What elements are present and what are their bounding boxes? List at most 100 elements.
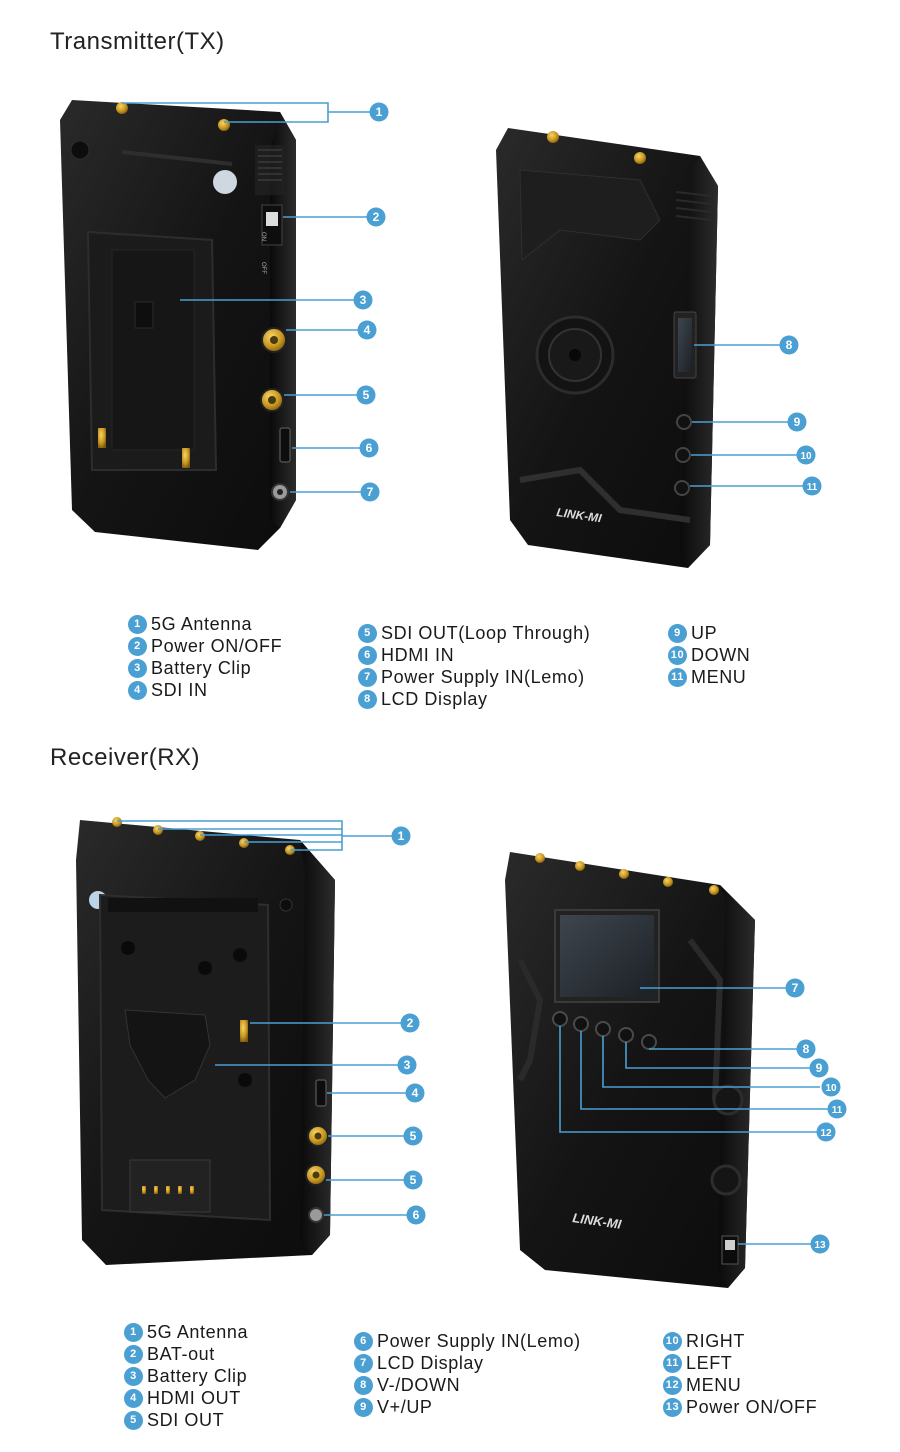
callout-badge: 6 xyxy=(359,438,379,458)
legend-label: DOWN xyxy=(691,644,751,665)
svg-text:10: 10 xyxy=(800,451,812,462)
svg-text:1: 1 xyxy=(376,105,383,119)
callout-badge: 9 xyxy=(787,412,807,432)
callout-badge: 2 xyxy=(366,207,386,227)
rx-brand-label: LINK-MI xyxy=(572,1210,623,1232)
callout-badge: 7 xyxy=(785,978,805,998)
legend-number-badge: 9 xyxy=(354,1397,373,1417)
svg-text:9: 9 xyxy=(794,415,801,429)
tx-section-title: Transmitter(TX) xyxy=(50,28,225,55)
svg-text:8: 8 xyxy=(786,338,793,352)
svg-text:6: 6 xyxy=(413,1208,420,1222)
callout-badge: 5 xyxy=(403,1170,423,1190)
callout-badge: 11 xyxy=(827,1099,847,1119)
svg-text:4: 4 xyxy=(412,1086,419,1100)
rx-back-device xyxy=(76,817,335,1265)
legend-label: Power Supply IN(Lemo) xyxy=(381,666,585,687)
legend-number-badge: 2 xyxy=(128,636,147,656)
legend-label: BAT-out xyxy=(147,1343,215,1364)
legend-number-badge: 5 xyxy=(358,623,377,643)
callout-badge: 1 xyxy=(369,102,389,122)
legend-label: Power ON/OFF xyxy=(151,635,283,656)
legend-label: LCD Display xyxy=(381,688,488,709)
tx-off-label: OFF xyxy=(260,262,266,274)
legend-label: RIGHT xyxy=(686,1330,745,1351)
legend-label: Power ON/OFF xyxy=(686,1396,818,1417)
legend-number-badge: 6 xyxy=(358,645,377,665)
callout-badge: 3 xyxy=(353,290,373,310)
legend-number-badge: 10 xyxy=(663,1331,682,1351)
legend-number-badge: 4 xyxy=(128,680,147,700)
legend-number-badge: 7 xyxy=(354,1353,373,1373)
callout-badge: 9 xyxy=(809,1058,829,1078)
svg-text:11: 11 xyxy=(807,482,818,493)
svg-text:2: 2 xyxy=(407,1016,414,1030)
legend-number-badge: 1 xyxy=(124,1322,143,1342)
callout-badge: 12 xyxy=(816,1122,836,1142)
callout-badge: 6 xyxy=(406,1205,426,1225)
legend-label: LEFT xyxy=(686,1352,733,1373)
callout-badge: 7 xyxy=(360,482,380,502)
legend-label: 5G Antenna xyxy=(147,1321,249,1342)
svg-text:13: 13 xyxy=(814,1240,826,1251)
legend-number-badge: 11 xyxy=(668,667,687,687)
legend-label: SDI OUT xyxy=(147,1409,225,1430)
svg-text:3: 3 xyxy=(360,293,367,307)
callout-badge: 11 xyxy=(802,476,822,496)
legend-label: LCD Display xyxy=(377,1352,484,1373)
legend-number-badge: 12 xyxy=(663,1375,682,1395)
svg-text:10: 10 xyxy=(825,1083,837,1094)
svg-text:1: 1 xyxy=(398,829,405,843)
callout-lines xyxy=(117,102,828,1245)
callout-badge: 10 xyxy=(796,445,816,465)
callout-badge: 10 xyxy=(821,1077,841,1097)
callout-badge: 4 xyxy=(357,320,377,340)
legend-number-badge: 10 xyxy=(668,645,687,665)
legend-label: UP xyxy=(691,622,718,643)
tx-front-device: LINK-MI xyxy=(496,128,718,568)
svg-text:8: 8 xyxy=(803,1042,810,1056)
svg-text:5: 5 xyxy=(410,1173,417,1187)
legend-label: HDMI IN xyxy=(381,644,455,665)
legend-number-badge: 3 xyxy=(128,658,147,678)
sticker-icon xyxy=(213,170,237,194)
tx-brand-label: LINK-MI xyxy=(556,505,603,525)
legend-label: V-/DOWN xyxy=(377,1374,461,1395)
callout-badge: 2 xyxy=(400,1013,420,1033)
legend-label: SDI OUT(Loop Through) xyxy=(381,622,591,643)
svg-text:5: 5 xyxy=(410,1129,417,1143)
legend-label: Battery Clip xyxy=(147,1365,248,1386)
legend-label: Battery Clip xyxy=(151,657,252,678)
svg-text:7: 7 xyxy=(367,485,374,499)
svg-text:11: 11 xyxy=(832,1105,843,1116)
legend-number-badge: 4 xyxy=(124,1388,143,1408)
legend-number-badge: 11 xyxy=(663,1353,682,1373)
svg-text:12: 12 xyxy=(820,1128,832,1139)
legend-label: HDMI OUT xyxy=(147,1387,241,1408)
callout-badges: 1 2 3 4 5 6 7 8 9 10 11 1 2 3 4 5 5 6 7 … xyxy=(353,102,847,1254)
callout-badge: 8 xyxy=(779,335,799,355)
callout-badge: 5 xyxy=(356,385,376,405)
svg-text:7: 7 xyxy=(792,981,799,995)
legend-number-badge: 2 xyxy=(124,1344,143,1364)
legend-number-badge: 9 xyxy=(668,623,687,643)
